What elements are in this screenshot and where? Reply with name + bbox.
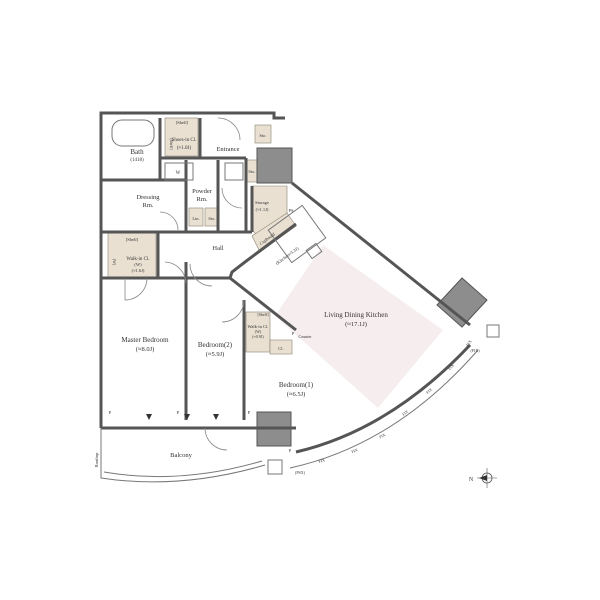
walkin2-label: Walk-in Cl. — [248, 324, 269, 329]
balcony-edge — [100, 428, 266, 483]
walkin1-label: Walk-in Cl. — [126, 257, 149, 262]
shelf-small: [Shelf] — [169, 138, 174, 150]
walkin2-shelf: [Shelf] — [257, 312, 269, 317]
cl-fill — [269, 339, 293, 355]
bathtub — [111, 119, 155, 147]
walkin2-size: (≈0.9J) — [252, 334, 264, 339]
door-swing — [221, 187, 243, 209]
door-swing — [189, 263, 213, 287]
door-swing — [204, 427, 228, 451]
p-label: P — [289, 448, 292, 453]
sto-label: Sto. — [259, 133, 266, 138]
wm-label: W — [176, 171, 181, 176]
sto-label: Sto. — [248, 169, 255, 174]
column — [267, 459, 283, 475]
p-label: P — [292, 331, 295, 336]
door-swing — [124, 277, 148, 301]
walkin1-shelf: [Shelf] — [126, 237, 139, 242]
fix-label: FIX — [318, 457, 326, 463]
dressing-label: Dressing — [136, 194, 160, 201]
kitchen-counter — [267, 204, 327, 264]
master-size: (≈8.0J) — [136, 346, 155, 353]
window-marker — [146, 414, 152, 420]
ldk-label: Living Dining Kitchen — [324, 311, 388, 319]
compass-north: N — [469, 477, 474, 483]
walkin1-fill — [107, 232, 157, 279]
p-label: P — [177, 410, 180, 415]
fix-label: FIX — [378, 432, 386, 439]
balcony-edge — [103, 460, 263, 478]
powder-label2: Rm. — [196, 196, 207, 203]
rooftop-label: Rooftop — [94, 452, 99, 468]
bedroom2-label: Bedroom(2) — [198, 341, 233, 349]
p-label: P — [109, 410, 112, 415]
storage-label: Storage — [255, 200, 269, 205]
fix2-label: (FIX) — [470, 348, 480, 353]
cl-label: Cl. — [278, 346, 283, 351]
shoes-closet-fill — [164, 117, 199, 157]
lin-label: Lin. — [192, 216, 199, 221]
fix-label: FIX — [425, 387, 433, 395]
p-label: P — [248, 410, 251, 415]
bedroom2-size: (≈5.9J) — [206, 351, 225, 358]
outer-wall — [99, 111, 285, 428]
shoes-size: (≈1.0J) — [177, 146, 192, 151]
fix-label: FIX — [465, 339, 473, 347]
door-swing — [159, 211, 179, 231]
outer-wall-right — [291, 181, 471, 327]
bedroom1-label: Bedroom(1) — [279, 381, 314, 389]
powder-label: Powder — [192, 188, 213, 195]
door-swing — [217, 117, 241, 141]
ps-label: PS — [288, 208, 294, 213]
ldk-size: (≈17.1J) — [345, 321, 367, 328]
column — [486, 324, 500, 338]
cupboard-fill — [251, 212, 297, 253]
master-label: Master Bedroom — [121, 336, 169, 344]
door-swing — [221, 299, 245, 323]
window-marker — [213, 414, 219, 420]
bedroom1-size: (≈6.5J) — [287, 391, 306, 398]
fix-label: FIX — [447, 363, 455, 371]
powder-counter — [224, 162, 244, 181]
bath-size: (1418) — [130, 158, 144, 163]
curved-facade-inner — [289, 349, 479, 469]
fix-label: FIX — [401, 409, 409, 417]
lin-fill — [188, 207, 204, 227]
door-swing — [164, 261, 187, 284]
storage-size: (≈1.1J) — [256, 207, 269, 212]
walkin2-fill — [245, 311, 271, 353]
walkin1-size: (≈1.6J) — [132, 268, 145, 273]
window-marker — [184, 414, 190, 420]
ldk-floor — [275, 245, 443, 408]
walkin1-code: (W) — [134, 262, 142, 267]
psx-label: (PSX) — [295, 470, 306, 475]
shoes-label: Shoes-in Cl. — [172, 138, 197, 143]
shoes-shelf: [Shelf] — [176, 120, 189, 125]
bath-sink — [164, 162, 194, 181]
dressing-label2: Rm. — [142, 202, 153, 209]
hall-label: Hall — [212, 245, 223, 252]
shaft-icon — [256, 147, 293, 184]
balcony-label: Balcony — [170, 452, 192, 459]
kitchen-sink — [305, 242, 323, 260]
shaft-icon — [436, 277, 488, 328]
compass-icon: N — [469, 468, 497, 488]
curved-facade — [295, 343, 472, 454]
sto2-fill — [254, 124, 272, 144]
sto-label: Sto. — [208, 216, 215, 221]
kitchen-label: (Kitchen≈3.3J) — [275, 246, 300, 266]
bath-label: Bath — [130, 148, 144, 156]
counter-label: Counter — [299, 334, 313, 339]
walkin1-side: (W) — [112, 259, 117, 266]
inner-wall-ldk — [228, 222, 297, 332]
walkin2-code: (W) — [255, 329, 262, 334]
entrance-label: Entrance — [216, 146, 239, 153]
fix-label: FIX — [351, 447, 359, 454]
